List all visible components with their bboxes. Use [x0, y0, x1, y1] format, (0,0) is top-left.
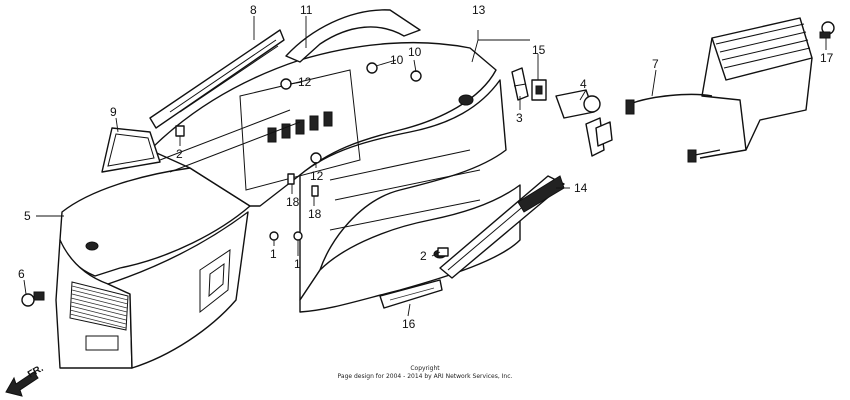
callout-18b: 18 — [308, 207, 322, 221]
callout-3: 3 — [516, 111, 523, 125]
callout-2b: 2 — [420, 249, 427, 263]
copyright-line-2: Page design for 2004 - 2014 by ARI Netwo… — [338, 373, 513, 380]
callout-4: 4 — [580, 77, 587, 91]
callout-8: 8 — [250, 3, 257, 17]
front-side-cover — [55, 167, 251, 369]
leader-lines — [23, 16, 827, 317]
callout-1a: 1 — [270, 247, 277, 261]
inner-slots — [267, 111, 333, 143]
main-body-cover — [149, 41, 521, 313]
direction-label: FR. — [26, 363, 46, 381]
callout-9: 9 — [110, 105, 117, 119]
latch-bracket — [511, 67, 529, 101]
callout-numbers: 8 11 13 15 4 10 10 12 9 2 3 7 17 5 18 18… — [18, 3, 834, 331]
callout-12b: 12 — [310, 169, 324, 183]
callout-2a: 2 — [176, 147, 183, 161]
callout-18a: 18 — [286, 195, 300, 209]
carrier-rack — [625, 17, 813, 163]
callout-7: 7 — [652, 57, 659, 71]
fasteners — [21, 21, 835, 307]
callout-10a: 10 — [390, 53, 404, 67]
callout-17: 17 — [820, 51, 834, 65]
top-rail — [149, 29, 285, 129]
copyright-notice: Copyright Page design for 2004 - 2014 by… — [338, 365, 513, 380]
grille-vents — [69, 281, 129, 331]
callout-13: 13 — [472, 3, 486, 17]
callout-12a: 12 — [298, 75, 312, 89]
reflector — [379, 279, 443, 309]
callout-5: 5 — [24, 209, 31, 223]
clip — [531, 79, 547, 101]
front-direction-arrow: FR. — [5, 363, 46, 397]
copyright-line-1: Copyright — [410, 365, 440, 372]
callout-10b: 10 — [408, 45, 422, 59]
callout-15: 15 — [532, 43, 546, 57]
callout-1b: 1 — [294, 257, 301, 271]
upper-trim — [285, 9, 421, 63]
key-lock — [555, 89, 613, 157]
side-panel — [101, 127, 161, 173]
callout-6: 6 — [18, 267, 25, 281]
callout-16: 16 — [402, 317, 416, 331]
callout-14: 14 — [574, 181, 588, 195]
callout-11: 11 — [300, 3, 313, 17]
